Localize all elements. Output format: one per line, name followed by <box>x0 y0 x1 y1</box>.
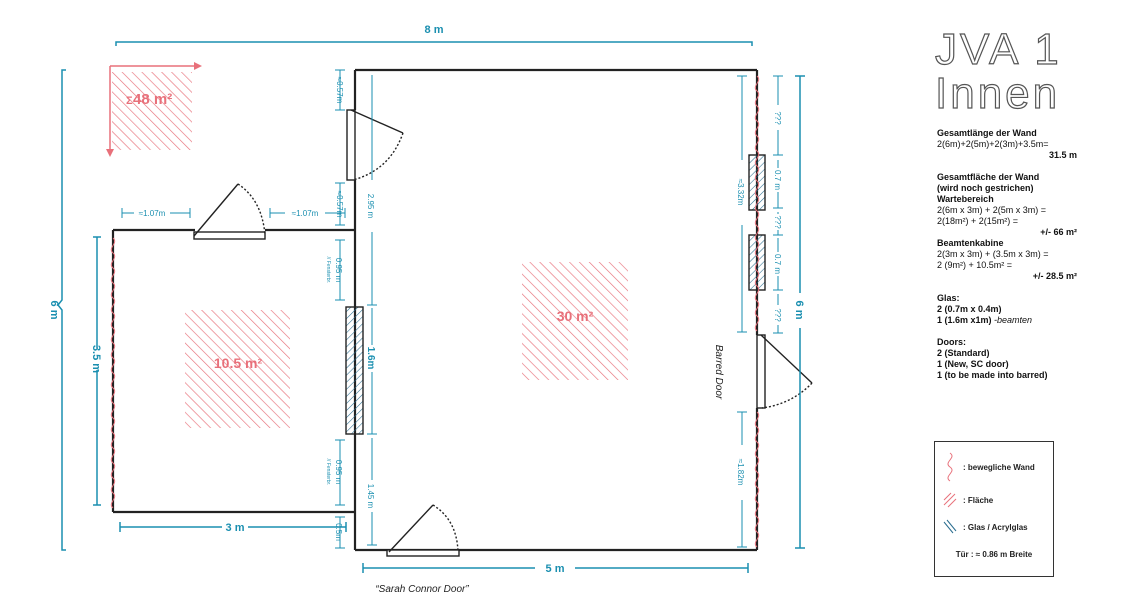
dim-3-32: ≈3.32m <box>736 179 745 206</box>
dim-0-95-bottom: 0.95 m <box>334 460 343 485</box>
area-total-label: 48 m² <box>133 91 172 108</box>
legend-glass-label: : Glas / Acrylglas <box>963 522 1028 532</box>
dim-small-room-3-5m: 3.5 m <box>90 345 102 373</box>
big-room-area-hatch <box>522 262 628 380</box>
wall-area-note: Gesamtfläche der Wand (wird noch gestric… <box>937 172 1077 282</box>
glass-large <box>345 306 364 435</box>
dim-0-7-a: 0.7 m <box>773 170 782 190</box>
wall-length-heading: Gesamtlänge der Wand <box>937 128 1037 138</box>
dim-0-95-top-note: // Fensterbr. <box>325 257 331 284</box>
glass-line-1: 2 (0.7m x 0.4m) <box>937 304 1002 314</box>
dim-left-6m: 6 m <box>48 301 60 320</box>
wall-length-note: Gesamtlänge der Wand 2(6m)+2(5m)+2(3m)+3… <box>937 128 1077 161</box>
dimension-lines <box>57 41 805 573</box>
legend-glass: : Glas / Acrylglas <box>943 519 1028 535</box>
wall-area-heading-3: Wartebereich <box>937 194 994 204</box>
wall-area-heading-2: (wird noch gestrichen) <box>937 183 1034 193</box>
glass-line-2-main: 1 (1.6m x1m) <box>937 315 995 325</box>
dimension-lines-thin <box>121 69 783 549</box>
legend-area: : Fläche <box>943 492 993 508</box>
door-left-wall-big-room <box>346 109 404 181</box>
barred-door <box>756 334 813 409</box>
dim-0-57-top: ≈0.57m <box>335 77 344 104</box>
dim-0-5: 0.5m <box>334 523 343 541</box>
dim-unknown-3: ??? <box>773 308 782 322</box>
small-room-area-hatch <box>185 310 290 428</box>
wall-length-formula: 2(6m)+2(5m)+2(3m)+3.5m= <box>937 139 1049 149</box>
title-line-1: JVA 1 <box>934 25 1062 74</box>
dim-0-95-top: 0.95 m <box>334 258 343 283</box>
dim-unknown-1: ??? <box>773 111 782 125</box>
glass-right-bottom <box>748 234 766 291</box>
wall-area-line-4: 2 (9m²) + 10.5m² = <box>937 260 1013 270</box>
area-big-room-label: 30 m² <box>557 308 594 324</box>
dim-unknown-2: ??? <box>773 215 782 229</box>
area-small-room-label: 10.5 m² <box>214 355 263 371</box>
dim-right-6m: 6 m <box>793 301 805 320</box>
wall-area-heading-4: Beamtenkabine <box>937 238 1004 248</box>
doors-line-2: 1 (New, SC door) <box>937 359 1009 369</box>
glass-right-top <box>748 154 766 211</box>
doors-heading: Doors: <box>937 337 966 347</box>
total-area-hatch <box>112 72 192 150</box>
dim-bottom-5m: 5 m <box>546 563 565 575</box>
area-sigma: Σ <box>126 95 133 107</box>
wall-area-line-2: 2(18m²) + 2(15m²) = <box>937 216 1019 226</box>
wall-area-line-3: 2(3m x 3m) + (3.5m x 3m) = <box>937 249 1049 259</box>
hatch-icon <box>943 492 957 508</box>
sarah-connor-door <box>386 504 460 557</box>
title-line-2: Innen <box>934 69 1061 118</box>
dim-0-57-bottom: ≈0.57m <box>335 191 344 218</box>
dim-top-8m: 8 m <box>425 24 444 36</box>
legend-movable-wall-label: : bewegliche Wand <box>963 462 1035 472</box>
floor-plan: Σ 48 m² <box>48 24 813 595</box>
legend: : bewegliche Wand : Fläche : Glas / Acry… <box>934 441 1054 577</box>
glass-line-2: 1 (1.6m x1m) -beamten <box>937 315 1077 326</box>
dim-1-07-right: ≈1.07m <box>292 209 319 218</box>
wall-area-result-2: +/- 28.5 m² <box>1032 271 1077 281</box>
title-block: JVA 1 Innen <box>934 25 1115 118</box>
dim-1-6: 1.6m <box>365 347 376 370</box>
dim-0-95-bottom-note: // Fensterbr. <box>325 459 331 486</box>
wall-length-result: 31.5 m <box>1048 150 1077 160</box>
movable-walls <box>110 75 760 548</box>
dim-1-82: ≈1.82m <box>736 459 745 486</box>
door-top-left-room <box>193 183 266 240</box>
doors-line-3: 1 (to be made into barred) <box>937 370 1048 380</box>
wall-area-result-1: +/- 66 m² <box>1040 227 1077 237</box>
dim-1-45: 1.45 m <box>366 484 375 509</box>
barred-door-label: Barred Door <box>713 345 724 400</box>
dim-2-95: 2.95 m <box>366 194 375 219</box>
legend-area-label: : Fläche <box>963 495 994 505</box>
glass-panels <box>345 154 766 435</box>
glass-heading: Glas: <box>937 293 960 303</box>
doors-line-1: 2 (Standard) <box>937 348 990 358</box>
dim-0-7-b: 0.7 m <box>773 254 782 274</box>
total-area-arrows <box>106 62 202 157</box>
glass-hatch-icon <box>943 519 957 534</box>
glass-line-2-note: -beamten <box>994 315 1033 325</box>
wall-area-line-1: 2(6m x 3m) + 2(5m x 3m) = <box>937 205 1047 215</box>
doors-note: Doors: 2 (Standard) 1 (New, SC door) 1 (… <box>937 337 1077 381</box>
sarah-connor-door-label: “Sarah Connor Door” <box>375 584 469 595</box>
legend-door-width: Tür : ≈ 0.86 m Breite <box>955 550 1033 559</box>
calculation-notes: Gesamtlänge der Wand 2(6m)+2(5m)+2(3m)+3… <box>937 128 1077 392</box>
glass-note: Glas: 2 (0.7m x 0.4m) 1 (1.6m x1m) -beam… <box>937 293 1077 326</box>
dim-1-07-left: ≈1.07m <box>139 209 166 218</box>
wall-area-heading-1: Gesamtfläche der Wand <box>937 172 1040 182</box>
legend-movable-wall: : bewegliche Wand <box>943 452 1035 482</box>
squiggle-icon <box>947 452 953 482</box>
dim-bottom-3m: 3 m <box>226 522 245 534</box>
